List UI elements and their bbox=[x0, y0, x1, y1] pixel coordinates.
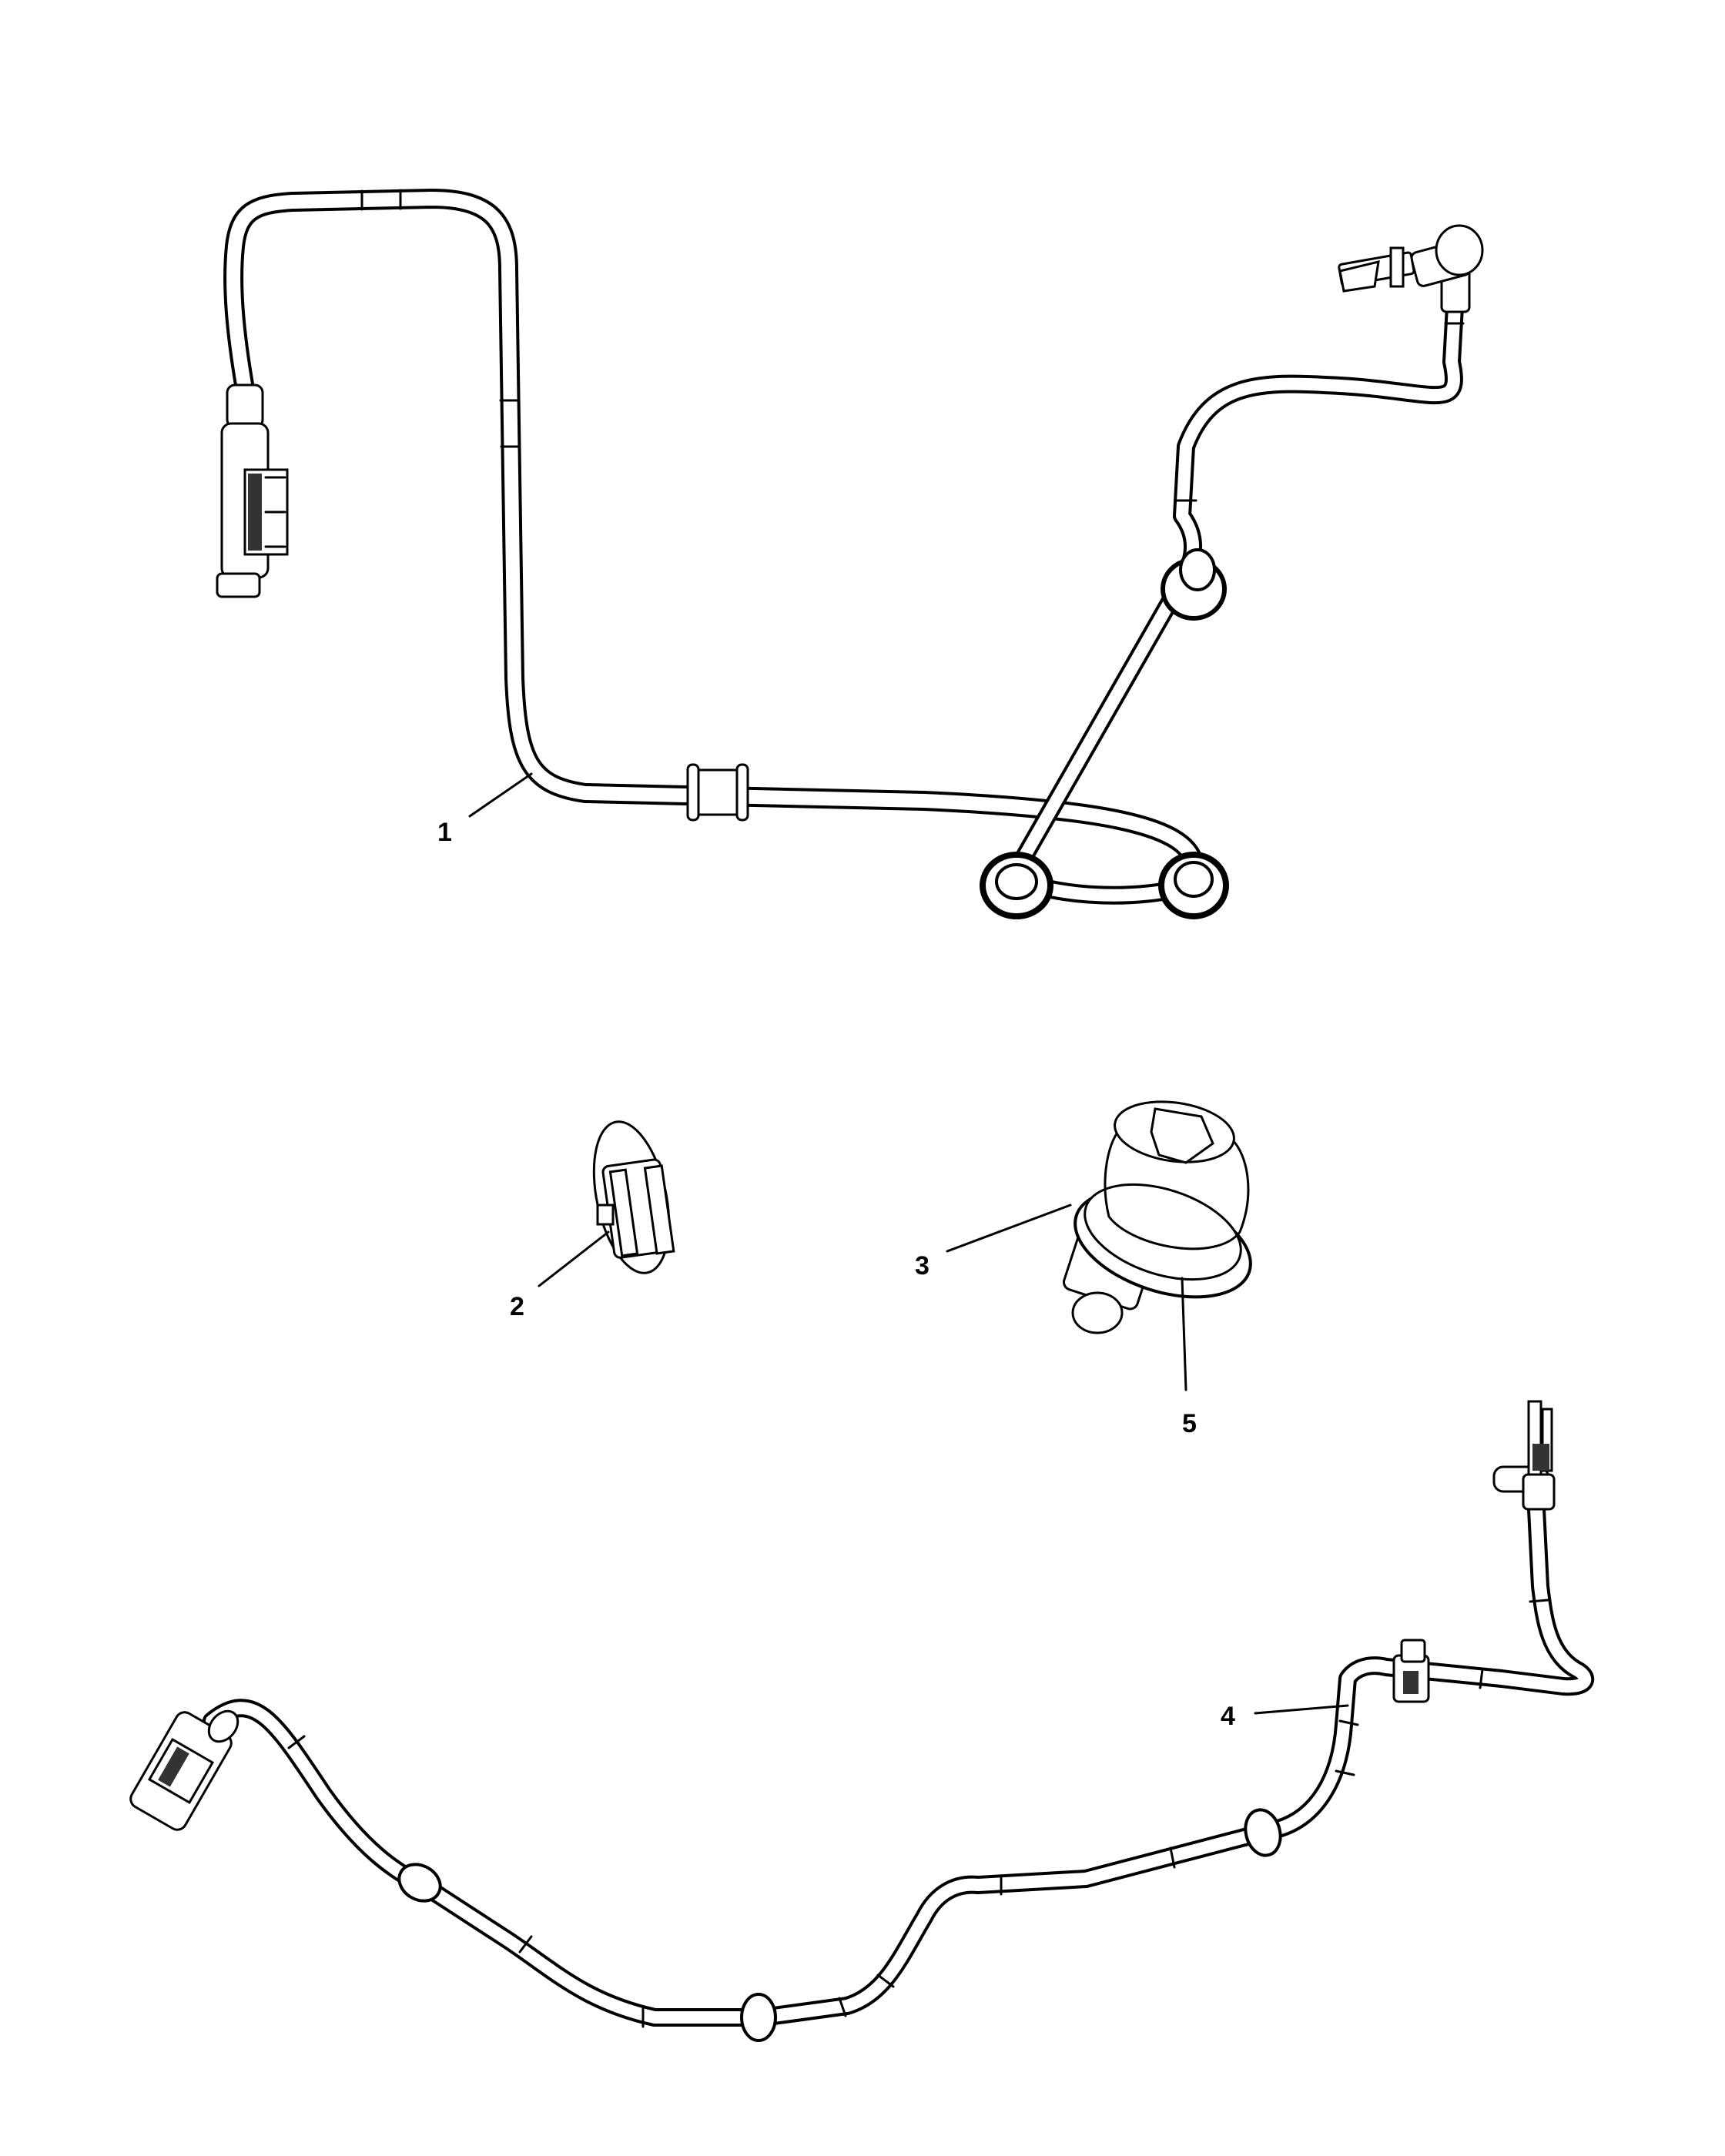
callout-3: 3 bbox=[915, 1251, 929, 1281]
callout-5: 5 bbox=[1182, 1409, 1197, 1438]
callout-4: 4 bbox=[1221, 1702, 1235, 1731]
leader-2 bbox=[538, 1230, 610, 1287]
grommet-right bbox=[1158, 852, 1229, 919]
callout-2: 2 bbox=[510, 1292, 524, 1321]
sensor-harness-1 bbox=[216, 189, 1484, 919]
bolt-3 bbox=[1063, 1100, 1252, 1334]
sensor-head-right bbox=[1338, 224, 1484, 313]
leader-4 bbox=[1254, 1704, 1349, 1715]
grommet-upper bbox=[1161, 548, 1227, 621]
connector-left bbox=[216, 383, 289, 598]
connector-rear-left bbox=[129, 1709, 239, 1831]
leader-5 bbox=[1181, 1277, 1187, 1391]
leader-1 bbox=[468, 772, 533, 818]
sensor-harness-4 bbox=[129, 1400, 1594, 2042]
callout-1: 1 bbox=[437, 818, 452, 847]
clip-2 bbox=[592, 1120, 675, 1274]
sensor-head-rear bbox=[1492, 1400, 1556, 1511]
leader-3 bbox=[946, 1204, 1072, 1253]
grommet-left bbox=[980, 852, 1053, 919]
